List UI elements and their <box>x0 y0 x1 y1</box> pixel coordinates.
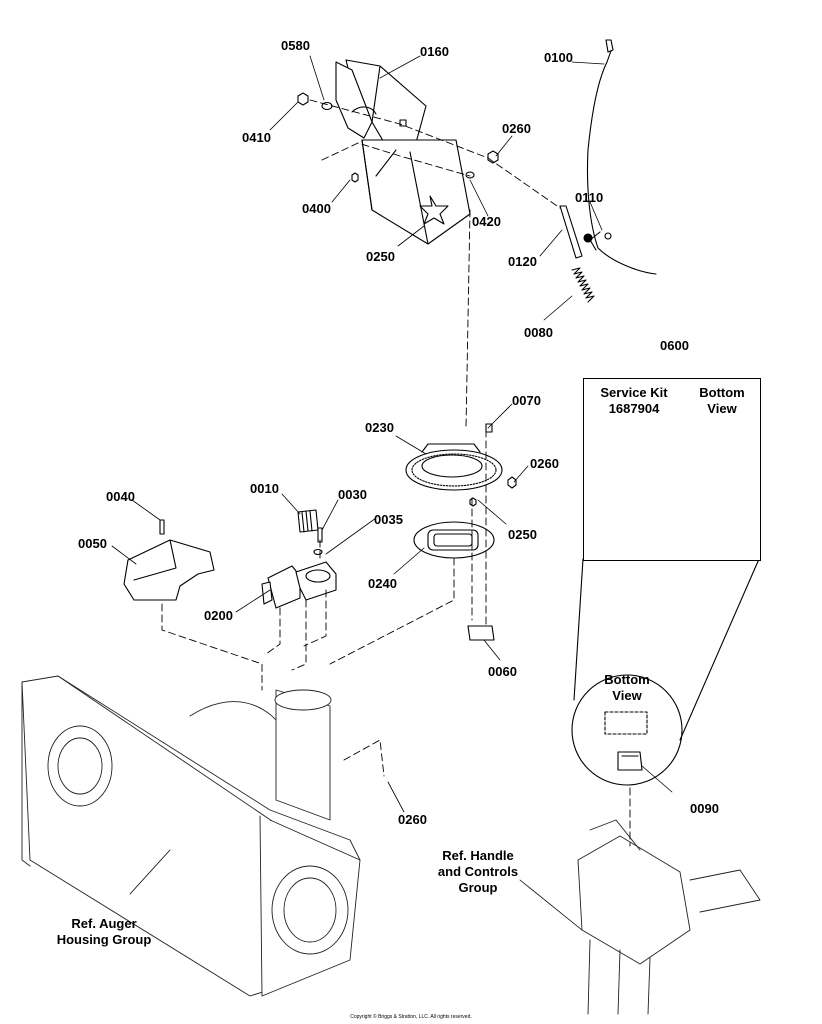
label-0040: 0040 <box>106 489 135 504</box>
control-cable <box>583 39 657 275</box>
label-0090: 0090 <box>690 801 719 816</box>
label-0230: 0230 <box>365 420 394 435</box>
callout-bottom-view-line-2: View <box>612 688 642 703</box>
service-kit-title: Service Kit <box>600 385 668 400</box>
label-0100: 0100 <box>544 50 573 65</box>
gear-ring <box>405 423 517 507</box>
switch-0060 <box>467 625 495 641</box>
label-0240: 0240 <box>368 576 397 591</box>
knob-gear <box>297 509 319 533</box>
copyright-notice: Copyright © Briggs & Stratton, LLC. All … <box>350 1014 472 1020</box>
label-0120: 0120 <box>508 254 537 269</box>
label-0260-top: 0260 <box>502 121 531 136</box>
small-washer <box>313 548 323 556</box>
label-0035: 0035 <box>374 512 403 527</box>
auger-housing <box>21 675 361 997</box>
label-0060: 0060 <box>488 664 517 679</box>
service-kit-inset: Service Kit 1687904 Bottom View <box>583 378 761 561</box>
label-0420: 0420 <box>472 214 501 229</box>
ref-auger-line-2: Housing Group <box>56 932 152 947</box>
callout-bottom-view-line-1: Bottom <box>604 672 650 687</box>
label-0110: 0110 <box>575 190 604 205</box>
rod <box>559 205 583 259</box>
service-kit-number: 1687904 <box>608 401 660 416</box>
label-0600: 0600 <box>660 338 689 353</box>
label-0010: 0010 <box>250 481 279 496</box>
label-0260-bottom: 0260 <box>398 812 427 827</box>
ref-handle-controls-label: Ref. Handle and Controls Group <box>424 848 532 896</box>
ref-auger-housing-label: Ref. Auger Housing Group <box>44 916 164 948</box>
assembly-lines <box>161 100 631 847</box>
ref-handle-line-1: Ref. Handle <box>442 848 514 863</box>
ref-handle-line-2: and Controls <box>437 864 519 879</box>
label-0580: 0580 <box>281 38 310 53</box>
service-kit-heading: Service Kit 1687904 <box>594 385 674 417</box>
bottom-view-line-1: Bottom <box>699 385 745 400</box>
bottom-view-heading: Bottom View <box>688 385 756 417</box>
bearing-plate <box>413 521 495 559</box>
chute-motor <box>261 561 337 609</box>
callout-circle <box>571 558 760 786</box>
label-0260-mid: 0260 <box>530 456 559 471</box>
label-0200: 0200 <box>204 608 233 623</box>
label-0410: 0410 <box>242 130 271 145</box>
ref-handle-line-3: Group <box>458 880 498 895</box>
small-screw <box>317 527 323 543</box>
bottom-view-line-2: View <box>707 401 737 416</box>
label-0080: 0080 <box>524 325 553 340</box>
label-0250-top: 0250 <box>366 249 395 264</box>
handle-controls <box>577 819 761 1015</box>
ref-auger-line-1: Ref. Auger <box>71 916 137 931</box>
label-0070: 0070 <box>512 393 541 408</box>
label-0250-mid: 0250 <box>508 527 537 542</box>
motor-cover <box>123 519 215 601</box>
label-0030: 0030 <box>338 487 367 502</box>
label-0050: 0050 <box>78 536 107 551</box>
spring <box>571 267 595 303</box>
label-0160: 0160 <box>420 44 449 59</box>
label-0400: 0400 <box>302 201 331 216</box>
callout-bottom-view: Bottom View <box>596 672 658 704</box>
chute-deflector <box>335 59 471 245</box>
